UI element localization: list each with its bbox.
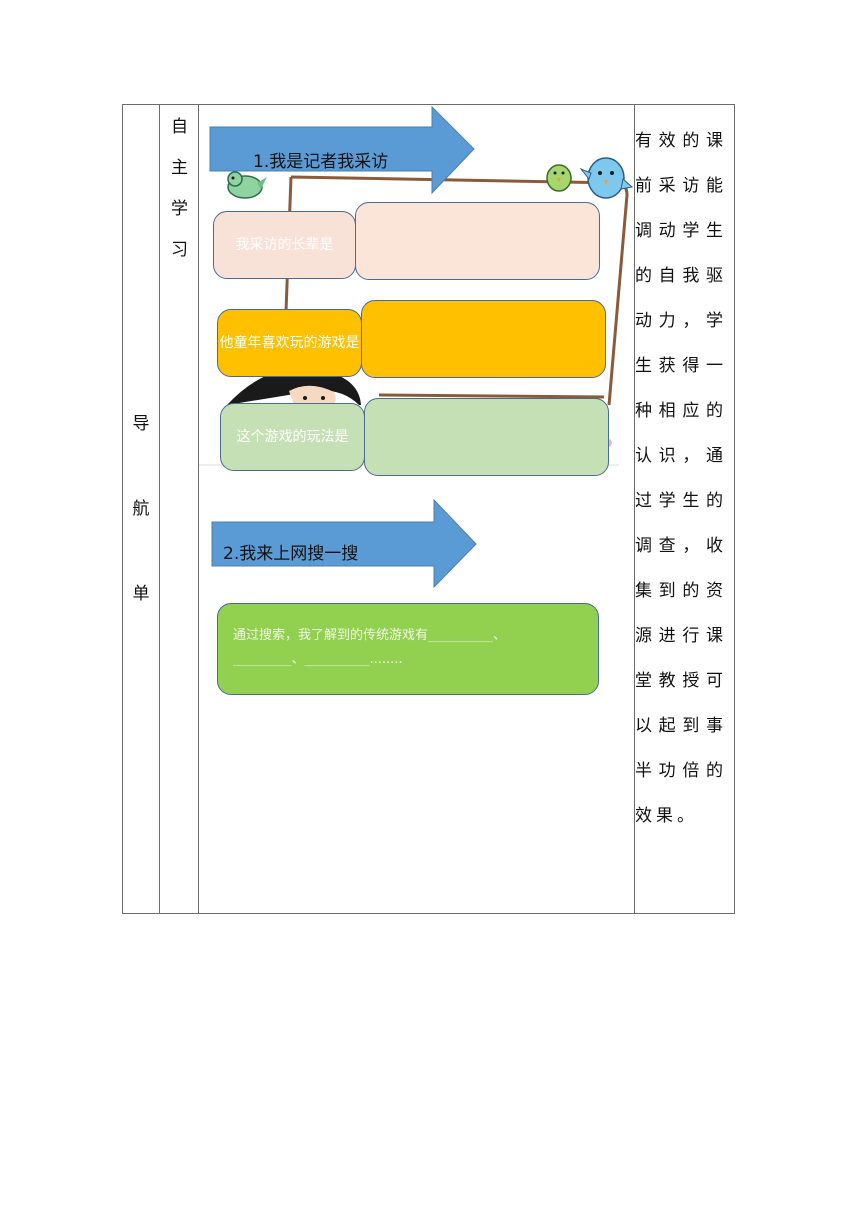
- teaching-notes: 有效的课前采访能调动学生的自我驱动力，学生获得一种相应的认识，通过学生的调查，收…: [635, 131, 727, 826]
- activity-content: 1.我是记者我采访 2.我来上网搜一搜 我采访的长辈是 他童年喜欢玩的游戏是 这…: [199, 105, 634, 913]
- guide-table: 导 航 单 自 主 学 习: [122, 104, 735, 914]
- arrow-shape: [211, 498, 477, 589]
- search-result-box[interactable]: 通过搜索，我了解到的传统游戏有__________、 _________、___…: [217, 603, 599, 695]
- guide-char: 航: [132, 498, 150, 519]
- bird-icon: [227, 171, 267, 199]
- column-divider: [634, 105, 635, 913]
- childhood-game-label: 他童年喜欢玩的游戏是: [217, 309, 362, 377]
- arrow-shape: [209, 105, 475, 195]
- guide-char: 导: [132, 413, 150, 434]
- guide-char: 单: [132, 583, 150, 604]
- interview-elder-label: 我采访的长辈是: [213, 211, 356, 279]
- bird-icon: [579, 157, 634, 199]
- game-rules-answer-box[interactable]: [364, 398, 609, 476]
- study-char: 学: [171, 199, 188, 219]
- column-self-study-title: 自 主 学 习: [160, 119, 199, 259]
- decorative-illustration: [199, 105, 634, 589]
- bird-icon: [546, 164, 572, 192]
- girl-illustration: [227, 368, 361, 405]
- interview-elder-answer-box[interactable]: [355, 202, 600, 280]
- study-char: 主: [171, 158, 188, 178]
- column-divider: [198, 105, 199, 913]
- column-guide-title: 导 航 单: [123, 105, 159, 913]
- childhood-game-answer-box[interactable]: [361, 300, 606, 378]
- column-divider: [159, 105, 160, 913]
- game-rules-label: 这个游戏的玩法是: [220, 403, 365, 471]
- search-result-line2: _________、__________........: [233, 652, 403, 667]
- section1-title: 1.我是记者我采访: [253, 152, 389, 172]
- search-result-line1: 通过搜索，我了解到的传统游戏有__________、: [233, 628, 507, 643]
- study-char: 习: [171, 240, 188, 260]
- section2-title: 2.我来上网搜一搜: [223, 544, 359, 564]
- study-char: 自: [171, 117, 188, 137]
